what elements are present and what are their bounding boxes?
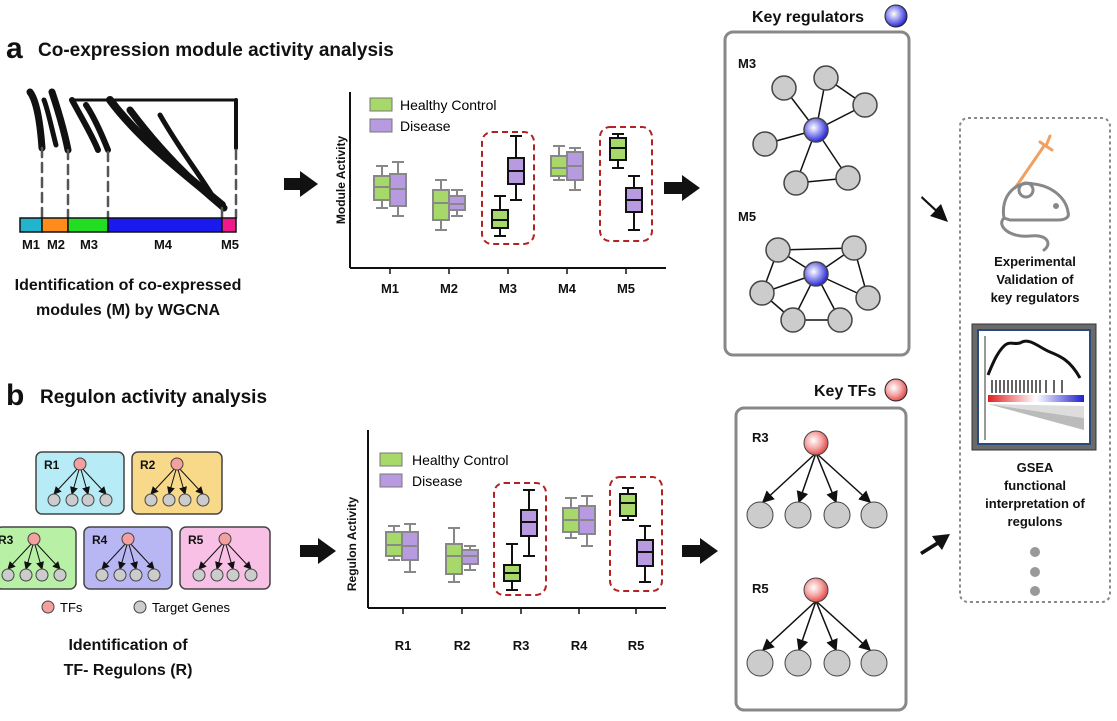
key-tfs-title: Key TFs [814, 383, 876, 400]
mouse-icon [1000, 181, 1070, 252]
flow-arrow-icon [682, 538, 718, 564]
tick-label: M5 [617, 281, 635, 296]
tf-legend-label: TFs [60, 600, 83, 615]
validation-line1: Experimental [994, 254, 1076, 269]
module-label: M5 [221, 237, 239, 252]
panel-a-caption-line1: Identification of co-expressed [15, 277, 242, 294]
flow-arrow-icon [920, 534, 950, 555]
tick-label: M1 [381, 281, 399, 296]
regulon-activity-ylabel: Regulon Activity [345, 497, 359, 592]
regulon-tile-label: R5 [188, 533, 204, 547]
highlight-m3 [481, 131, 535, 245]
module-label: M1 [22, 237, 40, 252]
validation-line3: key regulators [991, 290, 1080, 305]
highlight-r5 [609, 476, 663, 592]
network-m3 [752, 65, 878, 196]
legend-disease-label: Disease [400, 118, 451, 134]
regulon-tile-label: R1 [44, 458, 60, 472]
network-r5-targets [746, 649, 888, 677]
target-legend-label: Target Genes [152, 600, 231, 615]
panel-b-caption-line1: Identification of [68, 637, 188, 654]
more-dots-icon [1030, 547, 1040, 596]
module-color-bar [19, 217, 237, 233]
tick-label: R1 [395, 638, 412, 653]
module-label: M2 [47, 237, 65, 252]
key-regulators-title: Key regulators [752, 9, 864, 26]
validation-line2: Validation of [996, 272, 1074, 287]
tick-label: M4 [558, 281, 577, 296]
legend-disease-swatch [369, 118, 393, 133]
module-activity-ylabel: Module Activity [334, 136, 348, 225]
network-r5 [761, 600, 872, 652]
flow-arrow-icon [300, 538, 336, 564]
regulon-tiles: R1 R2 R3 R4 R5 [0, 451, 271, 590]
regulon-activity-chart: Regulon Activity R1 R2 R3 R4 R5 Healthy … [345, 430, 666, 653]
module-label: M3 [80, 237, 98, 252]
regulon-tile-label: R2 [140, 458, 156, 472]
network-r3 [761, 452, 872, 504]
legend-disease-swatch [379, 473, 403, 488]
dendrogram [26, 88, 238, 220]
network-r3-targets [746, 501, 888, 529]
highlight-r3 [493, 482, 547, 596]
module-activity-chart: Module Activity M1 M2 M3 M4 M5 Healthy C… [334, 92, 666, 296]
legend-healthy-swatch [369, 97, 393, 112]
tick-marks [389, 268, 627, 274]
module-label: M4 [154, 237, 173, 252]
tf-legend-icon [41, 600, 55, 614]
tick-label: R4 [571, 638, 588, 653]
panel-b-caption-line2: TF- Regulons (R) [64, 662, 193, 679]
panel-b-letter: b [6, 379, 24, 412]
gsea-line1: GSEA [1017, 460, 1054, 475]
gsea-plot-icon [971, 323, 1097, 451]
highlight-m5 [599, 126, 653, 242]
panel-a-caption-line2: modules (M) by WGCNA [36, 302, 220, 319]
tick-label: R5 [628, 638, 645, 653]
flow-arrow-icon [664, 175, 700, 201]
module-labels: M1 M2 M3 M4 M5 [22, 237, 239, 252]
network-label-m3: M3 [738, 56, 756, 71]
tf-node-icon [884, 378, 908, 402]
panel-b-title: Regulon activity analysis [40, 387, 267, 408]
tick-label: M3 [499, 281, 517, 296]
tick-label: R3 [513, 638, 530, 653]
flow-arrow-icon [921, 196, 948, 222]
tick-label: M2 [440, 281, 458, 296]
panel-a-letter: a [6, 32, 23, 65]
network-label-r3: R3 [752, 430, 769, 445]
key-tfs-box [734, 406, 908, 712]
network-r5-tf [803, 577, 829, 603]
legend-disease-label: Disease [412, 473, 463, 489]
legend-healthy-swatch [379, 452, 403, 467]
network-label-m5: M5 [738, 209, 756, 224]
panel-a-title: Co-expression module activity analysis [38, 40, 394, 61]
legend-healthy-label: Healthy Control [400, 97, 497, 113]
regulon-tile-label: R4 [92, 533, 108, 547]
target-legend-icon [133, 600, 147, 614]
legend-healthy-label: Healthy Control [412, 452, 509, 468]
regulator-node-icon [884, 4, 908, 28]
flow-arrow-icon [284, 171, 318, 197]
regulon-tile-label: R3 [0, 533, 14, 547]
tick-label: R2 [454, 638, 471, 653]
gsea-line3: interpretation of [985, 496, 1085, 511]
boxplots [373, 133, 643, 237]
gsea-line2: functional [1004, 478, 1066, 493]
network-m5 [749, 235, 881, 333]
network-r3-tf [803, 430, 829, 456]
gsea-line4: regulons [1008, 514, 1063, 529]
network-label-r5: R5 [752, 581, 769, 596]
